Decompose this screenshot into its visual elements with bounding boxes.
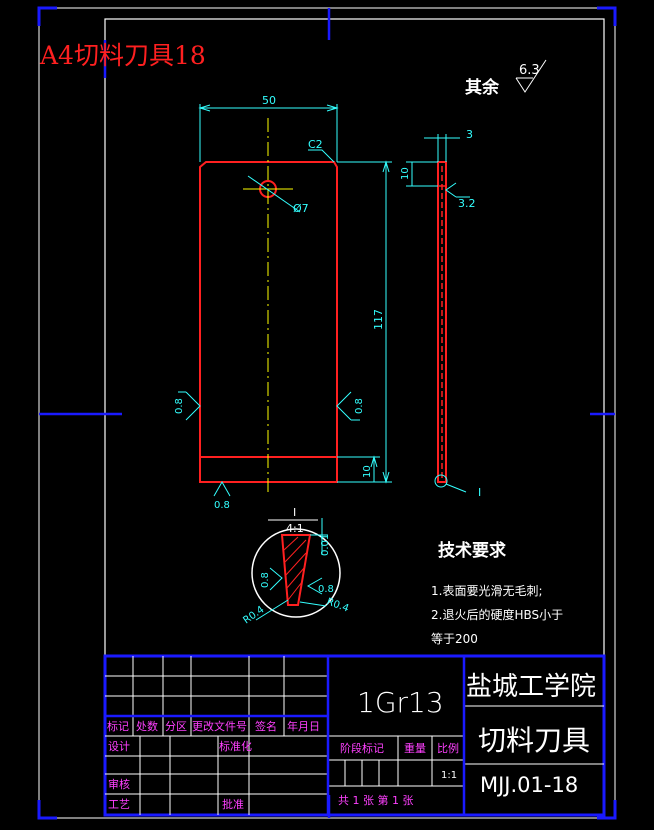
- side-view: 3 10 3.2 I: [400, 128, 481, 499]
- side-roughness: 3.2: [458, 197, 476, 210]
- detail-roughness-right: 0.8: [318, 584, 334, 595]
- sheet-info: 共 1 张 第 1 张: [338, 793, 413, 807]
- rev-header-zone: 分区: [165, 720, 187, 733]
- tech-requirements: 技术要求 1.表面要光滑无毛刺; 2.退火后的硬度HBS小于 等于200: [431, 540, 563, 646]
- material: 1Gr13: [357, 686, 444, 719]
- roughness-bottom: 0.8: [214, 500, 230, 511]
- detail-radius-right: R0.4: [325, 596, 350, 614]
- roughness-note-prefix: 其余: [465, 77, 500, 98]
- detail-title: I: [293, 506, 296, 519]
- weight-label: 重量: [404, 741, 426, 755]
- detail-ref: I: [478, 486, 481, 499]
- detail-radius-left: R0.4: [241, 604, 266, 626]
- front-view: 50 C2 Ø7 117 10 0.8 0.8 0.8: [174, 94, 392, 511]
- roughness-left: 0.8: [174, 398, 185, 414]
- process-label: 工艺: [108, 798, 130, 811]
- tech-title: 技术要求: [438, 540, 506, 561]
- width-dim: 50: [262, 94, 276, 107]
- design-label: 设计: [108, 740, 130, 753]
- drawing-label: A4切料刀具18: [39, 41, 206, 70]
- bottom-dim: 10: [362, 465, 373, 478]
- rev-header-count: 处数: [136, 720, 158, 733]
- school-name: 盐城工学院: [466, 672, 596, 702]
- rev-header-sign: 签名: [255, 719, 277, 733]
- approve-label: 批准: [222, 797, 244, 811]
- detail-dim-right: 0.01: [320, 534, 331, 556]
- title-block: 1Gr13 盐城工学院 切料刀具 MJJ.01-18 标记 处数 分区 更改文件…: [103, 654, 606, 817]
- part-name: 切料刀具: [478, 724, 590, 757]
- hole-dia-label: Ø7: [293, 202, 309, 215]
- review-label: 审核: [108, 777, 130, 791]
- tech-line-2: 2.退火后的硬度HBS小于: [431, 607, 563, 622]
- drawing-number: MJJ.01-18: [480, 773, 578, 797]
- roughness-note-symbol: [515, 59, 547, 93]
- detail-roughness-left: 0.8: [260, 572, 271, 588]
- detail-view: I 4:1 0.01 0.8 0.8 R0.4 R0.4: [241, 506, 350, 626]
- stage-mark-label: 阶段标记: [340, 741, 384, 755]
- scale-value: 1:1: [441, 770, 457, 781]
- rev-header-date: 年月日: [287, 719, 320, 733]
- tech-line-3: 等于200: [431, 632, 478, 646]
- roughness-note-value: 6.3: [519, 63, 540, 78]
- top-dim: 10: [400, 167, 411, 180]
- rev-header-doc: 更改文件号: [192, 719, 247, 733]
- standardize-label: 标准化: [219, 739, 252, 753]
- thickness-dim: 3: [466, 128, 473, 141]
- roughness-right: 0.8: [354, 398, 365, 414]
- corner-marks: [37, 6, 617, 820]
- tech-line-1: 1.表面要光滑无毛刺;: [431, 584, 543, 598]
- rev-header-mark: 标记: [107, 719, 129, 733]
- scale-label: 比例: [437, 741, 459, 755]
- chamfer-label: C2: [308, 138, 323, 151]
- height-dim: 117: [372, 309, 385, 330]
